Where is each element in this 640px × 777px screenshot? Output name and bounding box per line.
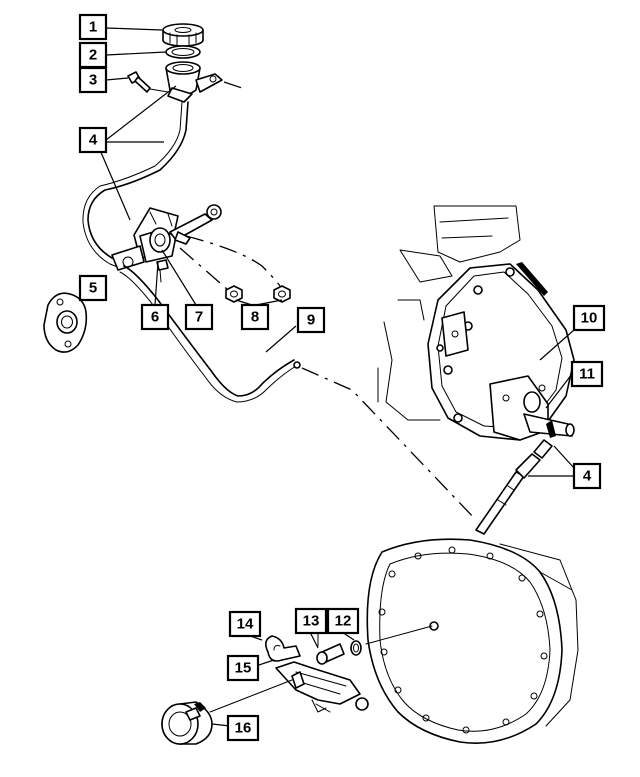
callout-9: 9 — [296, 306, 326, 334]
reservoir-seal — [165, 45, 201, 59]
bleeder-fitting — [127, 71, 169, 93]
callout-13: 13 — [294, 607, 328, 635]
clutch-bell-housing — [366, 538, 579, 744]
callout-label: 12 — [335, 613, 352, 630]
callout-label: 14 — [237, 616, 254, 633]
flange-nut-left — [225, 285, 243, 303]
master-cylinder-reservoir — [165, 61, 243, 103]
callout-label: 2 — [89, 47, 97, 64]
fork-retainer-spring — [264, 635, 301, 662]
callout-label: 8 — [251, 309, 259, 326]
callout-7: 7 — [184, 303, 214, 331]
pivot-ring — [350, 640, 362, 656]
callout-12: 12 — [326, 607, 360, 635]
callout-14: 14 — [228, 610, 262, 638]
callout-3: 3 — [78, 66, 108, 94]
callout-5: 5 — [78, 274, 108, 302]
callout-16: 16 — [226, 714, 260, 742]
callout-label: 6 — [151, 309, 159, 326]
pivot-ball — [316, 633, 345, 665]
hydraulic-line-slave — [475, 439, 553, 535]
callout-label: 9 — [307, 312, 315, 329]
hydraulic-line-lower — [119, 265, 301, 403]
callout-11: 11 — [570, 360, 604, 388]
callout-4-upper: 4 — [78, 126, 108, 154]
hydraulic-line-upper — [82, 101, 189, 269]
callout-4-lower: 4 — [572, 462, 602, 490]
callout-1: 1 — [78, 13, 108, 41]
callout-label: 3 — [89, 72, 97, 89]
callout-label: 4 — [89, 132, 98, 149]
transmission-housing — [377, 205, 575, 441]
leader-lines — [99, 27, 575, 727]
callout-10: 10 — [572, 304, 606, 332]
flange-nut-right — [273, 285, 291, 303]
callout-2: 2 — [78, 41, 108, 69]
callout-label: 13 — [303, 613, 320, 630]
master-cylinder-gasket — [43, 292, 88, 353]
clutch-release-fork — [275, 661, 369, 713]
callout-label: 15 — [235, 660, 252, 677]
callout-label: 4 — [583, 468, 592, 485]
callout-15: 15 — [226, 654, 260, 682]
mounting-stud — [156, 259, 169, 283]
clutch-master-cylinder — [111, 204, 222, 271]
callout-label: 5 — [89, 280, 97, 297]
clutch-release-bearing — [161, 701, 213, 745]
callout-label: 7 — [195, 309, 203, 326]
callout-label: 11 — [579, 366, 595, 383]
callout-6: 6 — [140, 303, 170, 331]
callout-label: 1 — [89, 19, 97, 36]
callout-8: 8 — [240, 303, 270, 331]
callout-label: 10 — [581, 310, 598, 327]
reservoir-cap — [162, 23, 204, 47]
callout-label: 16 — [235, 720, 252, 737]
